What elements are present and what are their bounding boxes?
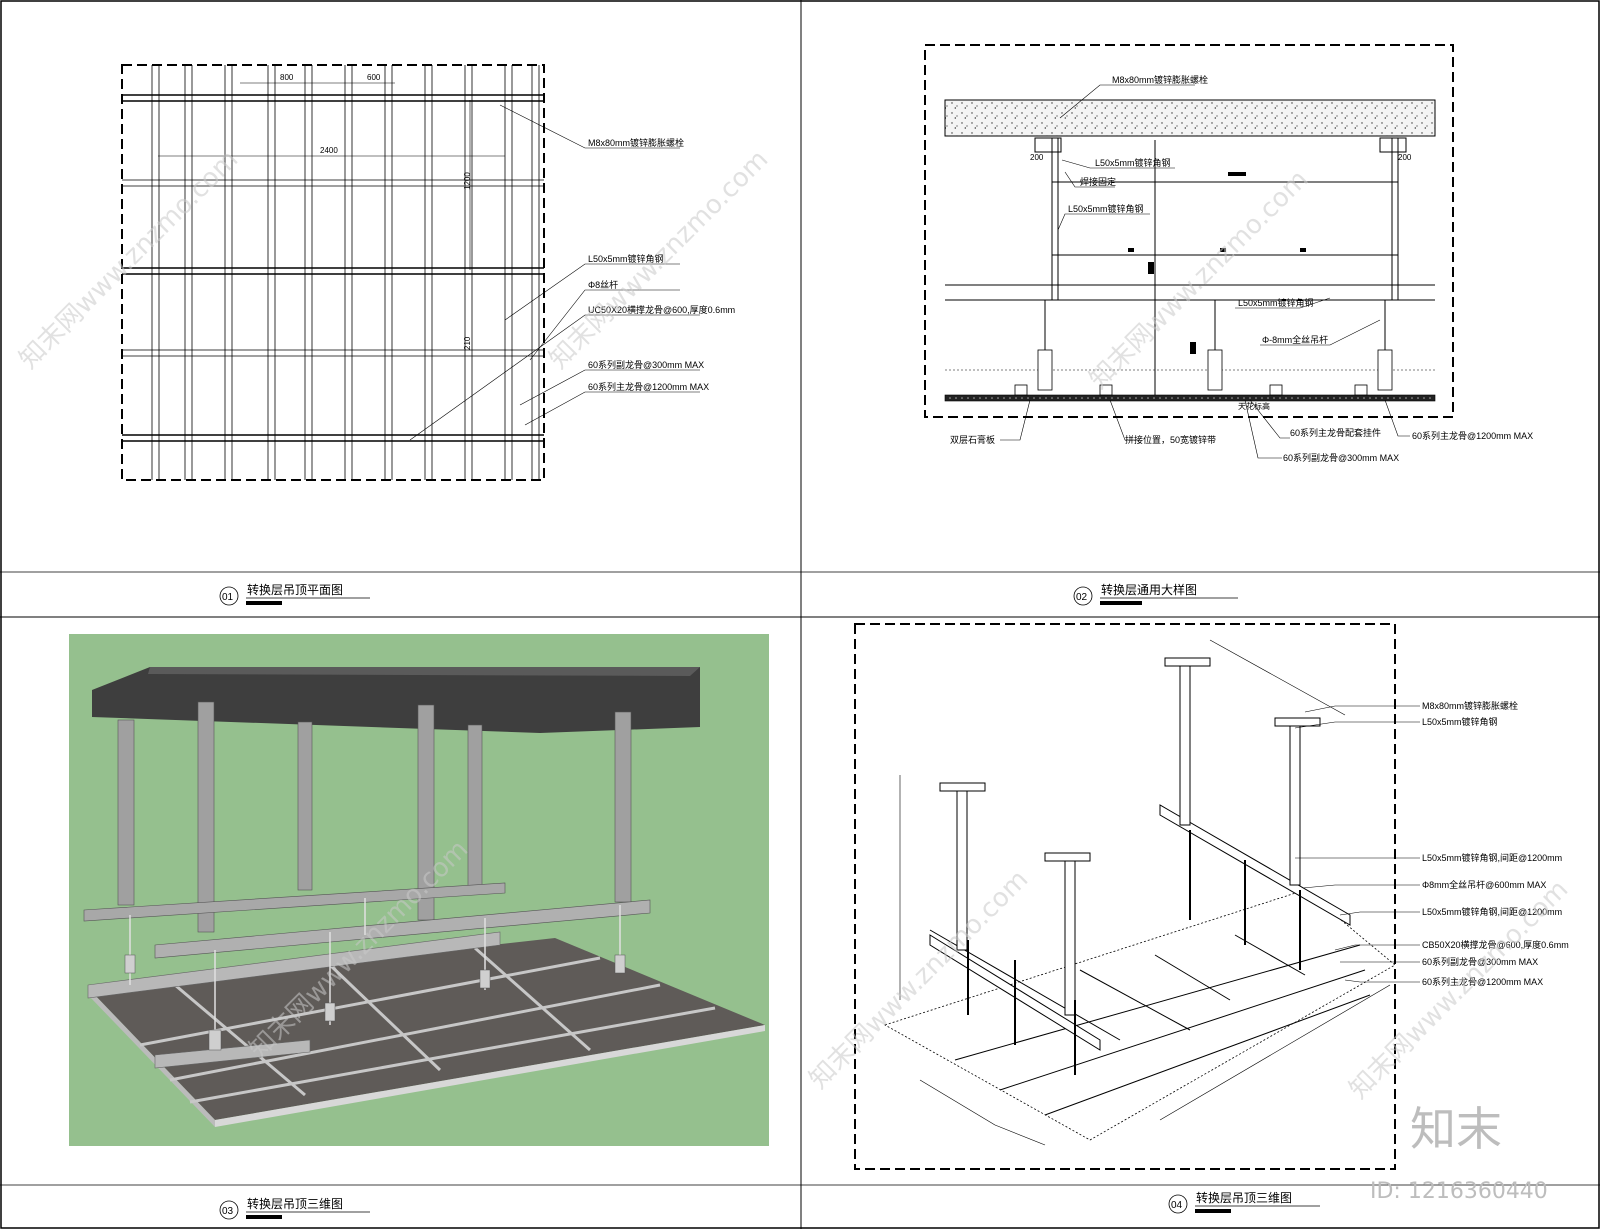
plan-label-angle: L50x5mm镀锌角钢 xyxy=(588,253,664,264)
iso-rods xyxy=(967,830,1301,1075)
plan-boundary xyxy=(121,64,545,481)
iso-drawing: M8x80mm镀锌膨胀螺栓 L50x5mm镀锌角钢 L50x5mm镀锌角钢,间距… xyxy=(854,623,1569,1170)
model-beam-front xyxy=(154,899,651,959)
panel-04-number: 04 xyxy=(1171,1200,1183,1211)
detail-drawing: 200 200 M8x80mm镀锌膨胀螺栓 L50x5mm镀锌角钢 焊接固定 L… xyxy=(924,44,1533,463)
plan-label-main: 60系列主龙骨@1200mm MAX xyxy=(588,381,709,392)
detail-label-clip: 60系列主龙骨配套挂件 xyxy=(1290,427,1381,438)
iso-board xyxy=(884,889,1396,1141)
detail-label-sub: 60系列副龙骨@300mm MAX xyxy=(1283,452,1399,463)
iso-label-cb: CB50X20横撑龙骨@600,厚度0.6mm xyxy=(1422,939,1569,950)
iso-label-sub: 60系列副龙骨@300mm MAX xyxy=(1422,956,1538,967)
detail-label-level: 天花标高 xyxy=(1238,401,1270,411)
model-beam-back xyxy=(83,882,506,922)
panel-04-title-text: 转换层吊顶三维图 xyxy=(1196,1190,1292,1205)
panel-02-number: 02 xyxy=(1076,592,1088,603)
plan-leaders xyxy=(409,104,700,441)
plan-dim-800: 800 xyxy=(280,73,294,82)
panel-02-title-text: 转换层通用大样图 xyxy=(1101,582,1197,597)
plan-label-rod: Φ8丝杆 xyxy=(588,279,618,290)
iso-boundary xyxy=(854,623,1396,1170)
iso-label-angle-spacing: L50x5mm镀锌角钢,间距@1200mm xyxy=(1422,852,1562,863)
iso-label-angle: L50x5mm镀锌角钢 xyxy=(1422,716,1498,727)
plan-dim-600: 600 xyxy=(367,73,381,82)
detail-dim-right: 200 xyxy=(1398,153,1412,162)
watermark-3: 知末网www.znzmo.com xyxy=(1084,164,1315,395)
concrete-slab xyxy=(944,99,1436,137)
detail-dim-left: 200 xyxy=(1030,153,1044,162)
detail-label-rod: Φ-8mm全丝吊杆 xyxy=(1262,334,1328,345)
iso-angles xyxy=(929,804,1351,1051)
detail-label-seam: 拼接位置，50宽镀锌带 xyxy=(1125,434,1216,445)
panel-04-title: 04 转换层吊顶三维图 xyxy=(1168,1190,1320,1214)
panel-02-title: 02 转换层通用大样图 xyxy=(1073,582,1238,606)
panel-03-title-text: 转换层吊顶三维图 xyxy=(247,1196,343,1211)
model-slab xyxy=(92,667,700,733)
iso-posts xyxy=(939,657,1321,1016)
plan-dim-1200-text: 1200 xyxy=(463,172,472,190)
iso-label-angle-spacing2: L50x5mm镀锌角钢,间距@1200mm xyxy=(1422,906,1562,917)
iso-label-rod: Φ8mm全丝吊杆@600mm MAX xyxy=(1422,879,1546,890)
plan-cross-runners xyxy=(122,94,544,442)
id-mark: ID: 1216360440 xyxy=(1370,1179,1548,1204)
detail-label-angle3: L50x5mm镀锌角钢 xyxy=(1238,297,1314,308)
panel-01-number-circle xyxy=(219,586,239,606)
detail-label-angle1: L50x5mm镀锌角钢 xyxy=(1095,157,1171,168)
plan-main-runners xyxy=(151,65,540,480)
plan-dim-2400-text: 2400 xyxy=(320,146,338,155)
iso-label-main: 60系列主龙骨@1200mm MAX xyxy=(1422,976,1543,987)
plan-label-sub: 60系列副龙骨@300mm MAX xyxy=(588,359,704,370)
gypsum-board xyxy=(944,394,1436,402)
detail-label-bolt: M8x80mm镀锌膨胀螺栓 xyxy=(1112,74,1208,85)
detail-boundary xyxy=(924,44,1454,418)
detail-leaders xyxy=(1000,84,1410,459)
detail-hangers xyxy=(1014,349,1393,396)
panel-01-title-text: 转换层吊顶平面图 xyxy=(247,582,343,597)
iso-leaders xyxy=(1294,705,1420,983)
plan-label-uc: UC50X20横撑龙骨@600,厚度0.6mm xyxy=(588,304,735,315)
detail-label-main: 60系列主龙骨@1200mm MAX xyxy=(1412,430,1533,441)
plan-label-bolt: M8x80mm镀锌膨胀螺栓 xyxy=(588,137,684,148)
brand-mark: 知末 xyxy=(1410,1102,1502,1156)
detail-label-weld: 焊接固定 xyxy=(1080,176,1116,187)
detail-label-angle2: L50x5mm镀锌角钢 xyxy=(1068,203,1144,214)
iso-grid xyxy=(929,804,1371,1116)
plan-drawing: 800 600 2400 1200 210 M8x80mm镀锌膨胀螺栓 L50x… xyxy=(121,64,735,481)
iso-label-bolt: M8x80mm镀锌膨胀螺栓 xyxy=(1422,700,1518,711)
detail-label-board: 双层石膏板 xyxy=(950,434,995,445)
model-3d xyxy=(69,634,769,1146)
plan-dim-210-text: 210 xyxy=(463,336,472,350)
model-posts xyxy=(117,701,632,933)
watermark-1: 知末网www.znzmo.com xyxy=(14,144,245,375)
panel-01-number: 01 xyxy=(222,592,234,603)
panel-03-number: 03 xyxy=(222,1206,234,1217)
watermark-2: 知末网www.znzmo.com xyxy=(544,144,775,375)
panel-01-title: 01 转换层吊顶平面图 xyxy=(219,582,370,606)
panel-03-title: 03 转换层吊顶三维图 xyxy=(219,1196,370,1220)
